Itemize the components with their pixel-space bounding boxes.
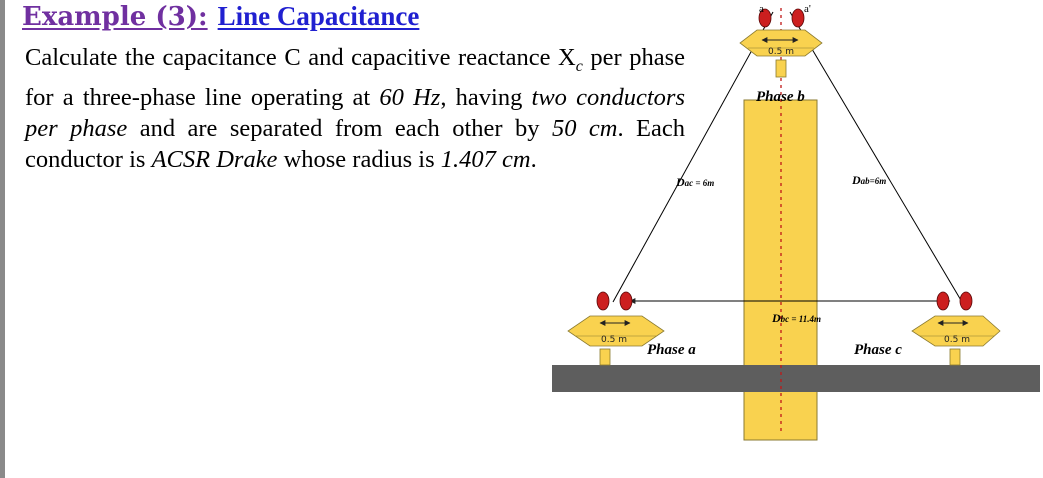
phase-b-label: Phase b	[756, 89, 805, 105]
problem-text-6: whose radius is	[277, 145, 441, 173]
problem-text-1: Calculate the capacitance C and capaciti…	[25, 44, 576, 71]
problem-conductors-per-phase: two conductors per phase	[25, 83, 685, 142]
dac-label: Dac = 6m	[675, 175, 714, 189]
insulator-phase-a: 0.5 m	[567, 315, 665, 366]
topic-title: Line Capacitance	[217, 1, 420, 31]
problem-radius: 1.407 cm	[440, 145, 531, 173]
conductors-phase-b: a a'	[758, 3, 811, 28]
problem-text-3: , having	[440, 83, 532, 111]
conductor-label-a: a	[759, 3, 764, 15]
dbc-label: Dbc = 11.4m	[771, 311, 821, 325]
problem-text-4: and are separated from each other by	[127, 114, 552, 142]
spacing-label-c: 0.5 m	[944, 335, 970, 345]
insulator-phase-c: 0.5 m	[911, 315, 1001, 366]
problem-frequency: 60 Hz	[379, 83, 441, 111]
insulator-phase-b: 0.5 m	[739, 29, 823, 78]
dab-line	[789, 11, 963, 303]
problem-subscript-c: c	[575, 57, 583, 75]
conductor-label-a-prime: a'	[804, 3, 811, 15]
heading: Example (3): Line Capacitance	[22, 0, 419, 34]
dab-label: Dab=6m	[851, 173, 886, 187]
problem-separation: 50 cm	[551, 114, 618, 142]
conductors-phase-c	[936, 291, 973, 311]
phase-a-label: Phase a	[647, 342, 696, 358]
problem-statement: Calculate the capacitance C and capaciti…	[25, 42, 685, 175]
spacing-label-a: 0.5 m	[601, 335, 627, 345]
problem-text-7: .	[530, 145, 537, 173]
problem-text-5: . Each conductor is	[25, 114, 685, 173]
example-number: Example (3):	[22, 2, 208, 32]
problem-conductor-type: ACSR Drake	[151, 145, 278, 173]
page-edge-bar	[0, 0, 5, 478]
dac-line	[612, 11, 774, 303]
spacing-label-b: 0.5 m	[768, 47, 794, 57]
problem-text-2: per phase for a three-phase line operati…	[25, 44, 685, 111]
conductors-phase-a	[596, 291, 633, 311]
ground	[552, 365, 1040, 392]
phase-c-label: Phase c	[854, 342, 902, 358]
